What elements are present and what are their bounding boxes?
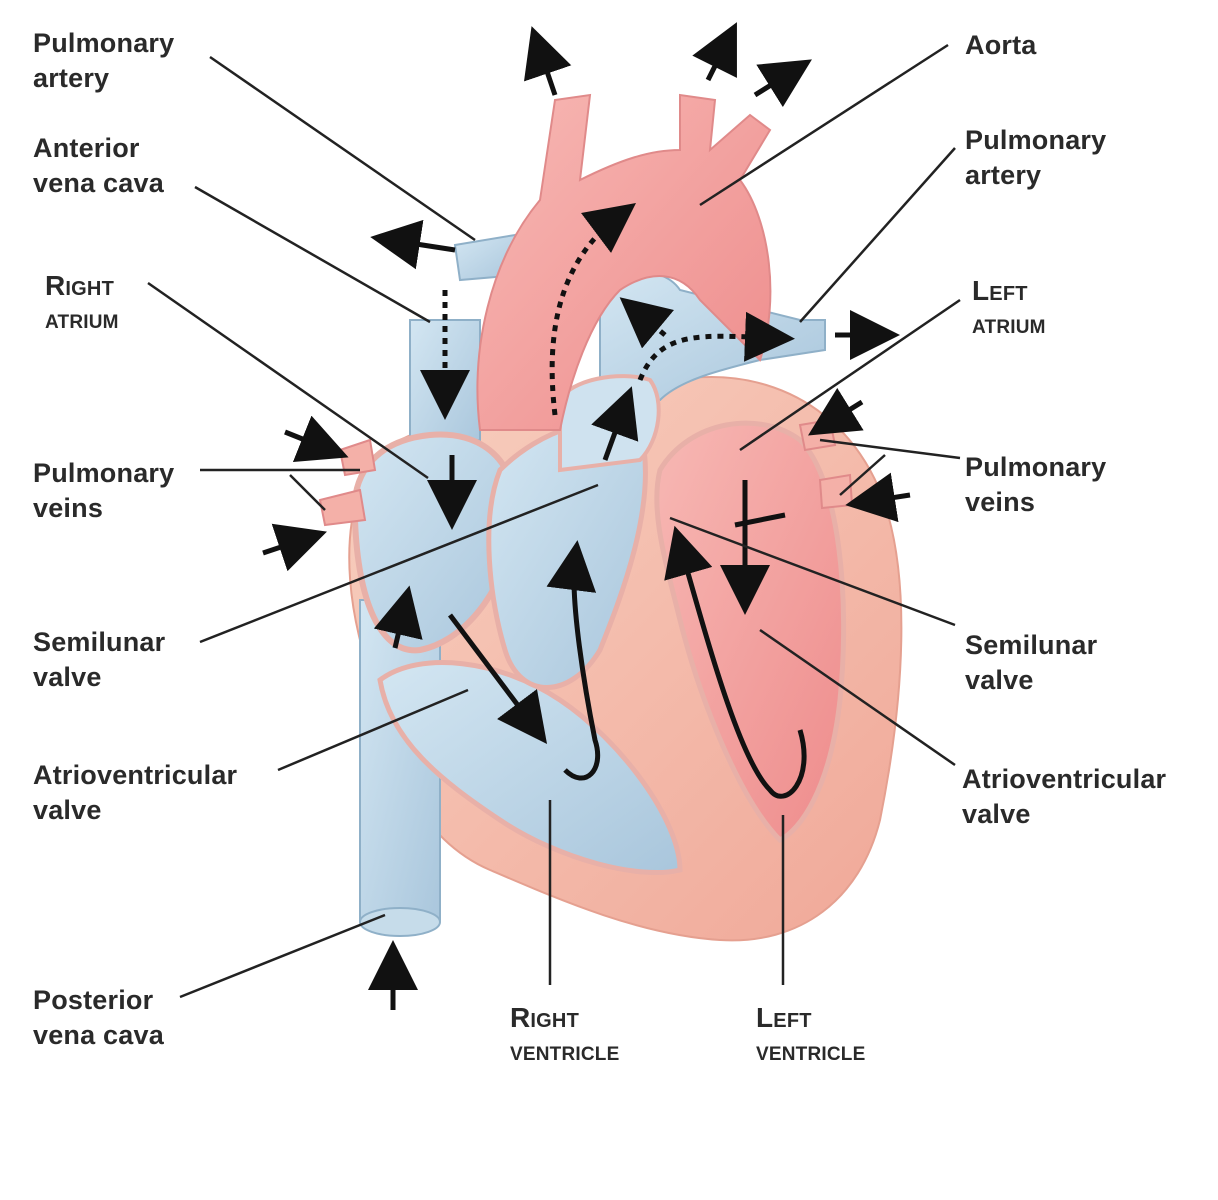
label-pulmonary-artery-right: Pulmonary artery xyxy=(965,123,1106,193)
arrow-aorta-up-2 xyxy=(692,22,737,82)
label-right-atrium: Right atrium xyxy=(45,268,119,343)
label-line: Anterior xyxy=(33,133,140,163)
arrow-rv-small-up xyxy=(373,585,423,649)
flow-arrow-aorta xyxy=(549,202,636,416)
label-pulmonary-veins-right: Pulmonary veins xyxy=(965,450,1106,520)
label-semilunar-valve-right: Semilunar valve xyxy=(965,628,1097,698)
label-line: Left xyxy=(972,275,1028,306)
label-line: ventricle xyxy=(510,1044,620,1065)
label-line: Pulmonary xyxy=(33,458,175,488)
label-av-valve-right: Atrioventricular valve xyxy=(962,762,1166,832)
arrow-pv-right-1 xyxy=(808,387,864,436)
label-semilunar-valve-left: Semilunar valve xyxy=(33,625,165,695)
right-ventricle-shape xyxy=(377,660,683,875)
label-line: valve xyxy=(33,795,102,825)
label-line: Semilunar xyxy=(965,630,1098,660)
label-line: Atrioventricular xyxy=(33,760,238,790)
flow-arrow-pa-right xyxy=(637,311,795,381)
arrow-aorta-up-3 xyxy=(753,59,812,108)
label-left-atrium: Left atrium xyxy=(972,273,1046,348)
label-right-ventricle: Right ventricle xyxy=(510,1000,619,1075)
label-line: Left xyxy=(756,1002,812,1033)
arrow-rv-to-valve xyxy=(591,386,639,461)
arrow-rv-loop xyxy=(546,540,601,781)
label-line: Pulmonary xyxy=(33,28,175,58)
label-line: Atrioventricular xyxy=(962,764,1167,794)
label-line: Pulmonary xyxy=(965,452,1107,482)
label-line: valve xyxy=(965,665,1034,695)
label-line: valve xyxy=(33,662,102,692)
arrow-aorta-up-1 xyxy=(523,26,572,96)
label-pulmonary-artery-left: Pulmonary artery xyxy=(33,26,174,96)
label-line: veins xyxy=(965,487,1036,517)
arrow-pa-left-out xyxy=(370,219,456,270)
aorta-shape xyxy=(476,93,772,431)
label-line: vena cava xyxy=(33,168,164,198)
label-line: veins xyxy=(33,493,104,523)
arrow-lv-loop xyxy=(664,525,807,799)
label-line: vena cava xyxy=(33,1020,164,1050)
label-anterior-vena-cava: Anterior vena cava xyxy=(33,131,164,201)
arrow-pv-left-1 xyxy=(284,415,349,463)
pulmonary-veins-left-shape xyxy=(318,438,377,527)
label-line: artery xyxy=(33,63,110,93)
arrow-ra-to-rv xyxy=(448,613,548,744)
label-line: Right xyxy=(45,270,114,301)
label-line: Posterior xyxy=(33,985,154,1015)
arrow-pv-left-2 xyxy=(262,523,327,572)
arrow-pv-right-2 xyxy=(845,472,911,523)
label-left-ventricle: Left ventricle xyxy=(756,1000,865,1075)
label-line: Aorta xyxy=(965,30,1037,60)
label-line: Right xyxy=(510,1002,579,1033)
label-line: ventricle xyxy=(756,1044,866,1065)
label-line: Semilunar xyxy=(33,627,166,657)
label-line: atrium xyxy=(45,312,119,333)
label-line: atrium xyxy=(972,317,1046,338)
label-pulmonary-veins-left: Pulmonary veins xyxy=(33,456,174,526)
label-line: artery xyxy=(965,160,1042,190)
label-av-valve-left: Atrioventricular valve xyxy=(33,758,237,828)
label-line: valve xyxy=(962,799,1031,829)
label-line: Pulmonary xyxy=(965,125,1107,155)
label-posterior-vena-cava: Posterior vena cava xyxy=(33,983,164,1053)
label-aorta: Aorta xyxy=(965,28,1037,63)
